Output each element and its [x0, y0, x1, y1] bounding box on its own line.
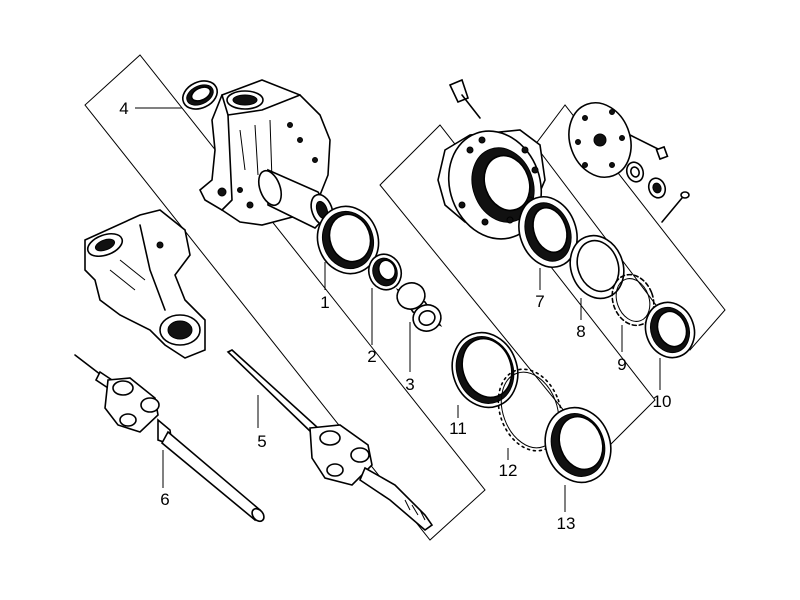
label-part-4: 4 — [119, 99, 128, 118]
part-3-bush — [395, 282, 443, 332]
part-10-lock-nut — [644, 301, 696, 359]
part-5-axle-shaft — [226, 349, 434, 532]
part-2-needle-bearing — [367, 253, 403, 291]
part-9-tab-washer — [611, 273, 655, 327]
label-part-9: 9 — [617, 355, 626, 374]
label-part-10: 10 — [653, 392, 672, 411]
label-part-12: 12 — [499, 461, 518, 480]
label-part-2: 2 — [367, 347, 376, 366]
label-part-13: 13 — [557, 514, 576, 533]
label-part-7: 7 — [535, 292, 544, 311]
drive-flange — [568, 102, 690, 223]
swivel-yoke — [84, 209, 206, 359]
knuckle-housing — [199, 79, 334, 229]
part-4-oil-seal — [181, 80, 219, 110]
label-part-1: 1 — [320, 293, 329, 312]
label-part-11: 11 — [449, 419, 467, 438]
label-part-5: 5 — [257, 432, 266, 451]
label-part-3: 3 — [405, 375, 414, 394]
label-part-6: 6 — [160, 490, 169, 509]
part-1-bearing-cup — [316, 205, 380, 275]
label-part-8: 8 — [576, 322, 585, 341]
left-assembly-frame — [84, 54, 486, 541]
part-6-drive-shaft — [74, 354, 265, 523]
part-12-gasket — [497, 368, 563, 452]
part-11-seal-ring — [451, 331, 519, 409]
wheel-hub — [437, 78, 546, 240]
part-8-spacer-ring — [569, 234, 625, 300]
part-7-bearing — [518, 196, 578, 268]
flange-assembly-frame — [534, 104, 726, 351]
part-13-bearing-cup — [544, 406, 612, 484]
